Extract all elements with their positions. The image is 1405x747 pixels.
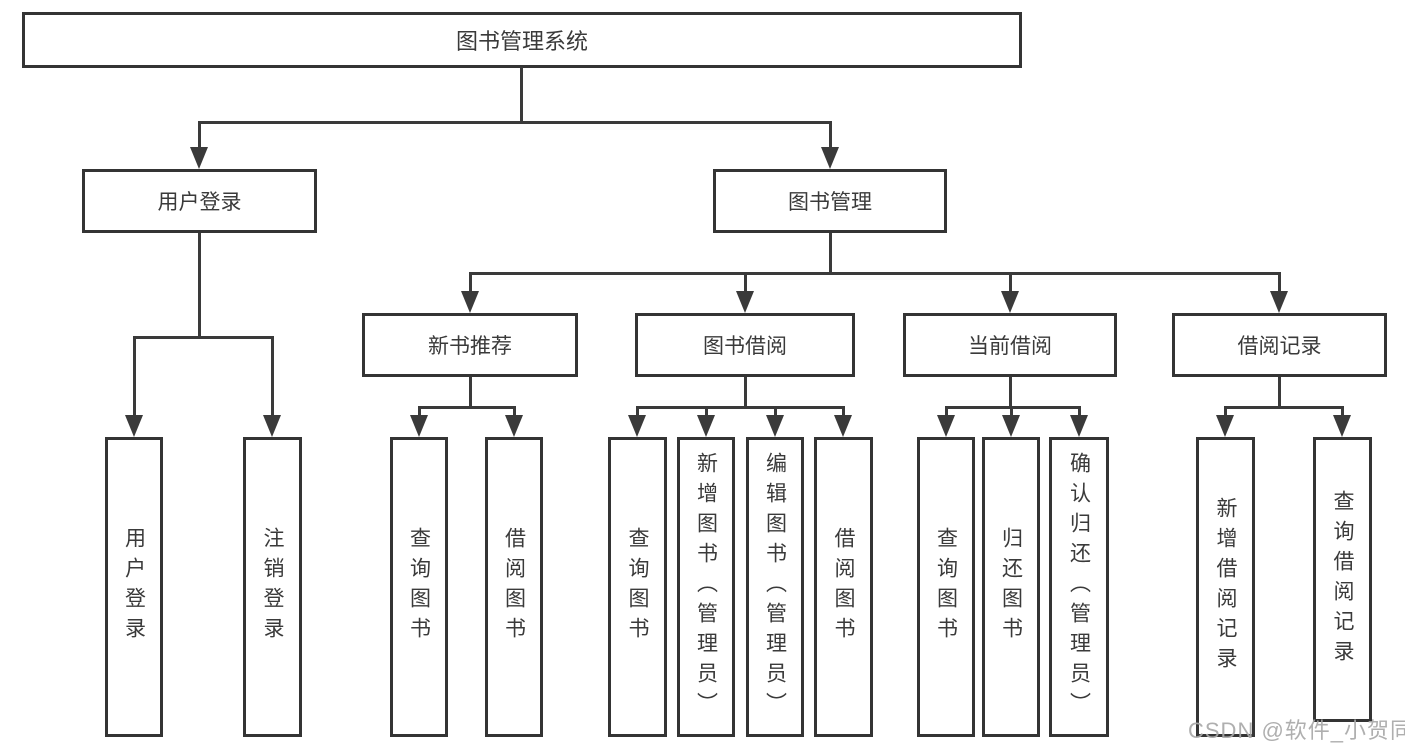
leaf-query-books-current-label: 查询图书 <box>934 527 958 647</box>
leaf-return-book-label: 归还图书 <box>999 527 1023 647</box>
connector-line <box>1078 406 1081 417</box>
connector-line <box>1278 377 1281 409</box>
leaf-logout-label: 注销登录 <box>261 527 284 647</box>
connector-line <box>1224 406 1227 417</box>
leaf-query-books-borrow: 查询图书 <box>608 437 667 737</box>
leaf-borrow-books-recommend: 借阅图书 <box>485 437 543 737</box>
arrow-down-icon <box>1002 415 1020 437</box>
arrow-down-icon <box>190 147 208 169</box>
node-current-borrow: 当前借阅 <box>903 313 1117 377</box>
connector-line <box>469 272 1281 275</box>
leaf-query-books-recommend: 查询图书 <box>390 437 448 737</box>
node-new-book-recommend-label: 新书推荐 <box>428 335 512 358</box>
node-current-borrow-label: 当前借阅 <box>968 335 1052 358</box>
node-borrow-records-label: 借阅记录 <box>1237 335 1322 358</box>
leaf-add-book-admin: 新增图书（管理员） <box>677 437 735 737</box>
connector-line <box>198 233 201 339</box>
node-library-system: 图书管理系统 <box>22 12 1022 68</box>
leaf-add-borrow-record-label: 新增借阅记录 <box>1214 497 1237 677</box>
connector-line <box>1010 406 1013 417</box>
leaf-query-books-borrow-label: 查询图书 <box>626 527 649 647</box>
connector-line <box>636 406 845 409</box>
leaf-borrow-books-borrow: 借阅图书 <box>814 437 873 737</box>
leaf-borrow-books-borrow-label: 借阅图书 <box>832 527 855 647</box>
node-book-management-label: 图书管理 <box>788 191 872 214</box>
connector-line <box>198 121 832 124</box>
arrow-down-icon <box>628 415 646 437</box>
watermark: CSDN @软件_小贺同学 <box>1188 718 1405 743</box>
node-borrow-records: 借阅记录 <box>1172 313 1387 377</box>
connector-line <box>418 406 421 417</box>
node-book-borrow: 图书借阅 <box>635 313 855 377</box>
leaf-user-login: 用户登录 <box>105 437 163 737</box>
connector-line <box>271 336 274 417</box>
arrow-down-icon <box>263 415 281 437</box>
arrow-down-icon <box>1001 291 1019 313</box>
arrow-down-icon <box>834 415 852 437</box>
node-user-login: 用户登录 <box>82 169 317 233</box>
connector-line <box>829 121 832 149</box>
connector-line <box>744 272 747 293</box>
connector-line <box>774 406 777 417</box>
node-library-system-label: 图书管理系统 <box>455 29 588 54</box>
leaf-user-login-label: 用户登录 <box>122 527 146 647</box>
arrow-down-icon <box>1216 415 1234 437</box>
arrow-down-icon <box>505 415 523 437</box>
node-user-login-label: 用户登录 <box>157 191 242 214</box>
leaf-edit-book-admin: 编辑图书（管理员） <box>746 437 804 737</box>
arrow-down-icon <box>461 291 479 313</box>
connector-line <box>945 406 948 417</box>
connector-line <box>418 406 516 409</box>
node-new-book-recommend: 新书推荐 <box>362 313 578 377</box>
leaf-query-books-current: 查询图书 <box>917 437 975 737</box>
connector-line <box>1009 377 1012 409</box>
connector-line <box>1009 272 1012 293</box>
leaf-borrow-books-recommend-label: 借阅图书 <box>502 527 526 647</box>
connector-line <box>829 233 832 275</box>
node-book-borrow-label: 图书借阅 <box>703 335 787 358</box>
connector-line <box>705 406 708 417</box>
connector-line <box>744 377 747 409</box>
arrow-down-icon <box>821 147 839 169</box>
leaf-edit-book-admin-label: 编辑图书（管理员） <box>763 452 787 722</box>
arrow-down-icon <box>697 415 715 437</box>
arrow-down-icon <box>125 415 143 437</box>
connector-line <box>513 406 516 417</box>
arrow-down-icon <box>766 415 784 437</box>
connector-line <box>1278 272 1281 293</box>
leaf-return-book: 归还图书 <box>982 437 1040 737</box>
arrow-down-icon <box>1070 415 1088 437</box>
connector-line <box>469 272 472 293</box>
leaf-logout: 注销登录 <box>243 437 302 737</box>
leaf-query-borrow-record: 查询借阅记录 <box>1313 437 1372 722</box>
leaf-add-book-admin-label: 新增图书（管理员） <box>694 452 718 722</box>
connector-line <box>945 406 1081 409</box>
connector-line <box>520 67 523 124</box>
connector-line <box>1224 406 1344 409</box>
node-book-management: 图书管理 <box>713 169 947 233</box>
arrow-down-icon <box>1270 291 1288 313</box>
arrow-down-icon <box>937 415 955 437</box>
connector-line <box>133 336 274 339</box>
arrow-down-icon <box>1333 415 1351 437</box>
connector-line <box>133 336 136 417</box>
leaf-query-books-recommend-label: 查询图书 <box>407 527 431 647</box>
connector-line <box>842 406 845 417</box>
leaf-query-borrow-record-label: 查询借阅记录 <box>1331 489 1354 670</box>
connector-line <box>198 121 201 149</box>
connector-line <box>469 377 472 409</box>
arrow-down-icon <box>410 415 428 437</box>
connector-line <box>636 406 639 417</box>
leaf-confirm-return-admin-label: 确认归还（管理员） <box>1067 452 1091 722</box>
leaf-confirm-return-admin: 确认归还（管理员） <box>1049 437 1109 737</box>
arrow-down-icon <box>736 291 754 313</box>
leaf-add-borrow-record: 新增借阅记录 <box>1196 437 1255 737</box>
connector-line <box>1341 406 1344 417</box>
